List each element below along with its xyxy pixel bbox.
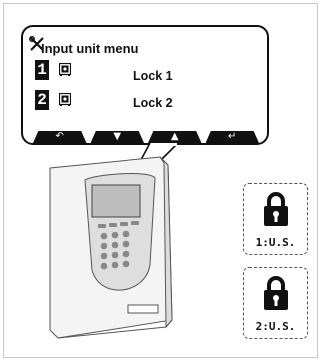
- enter-icon: ↵: [228, 131, 237, 142]
- lock-status-2: 2:U.S.: [243, 267, 308, 339]
- back-softkey[interactable]: ↶: [33, 131, 87, 143]
- enter-softkey[interactable]: ↵: [205, 131, 259, 143]
- lcd-row-1-label: Lock 1: [133, 69, 173, 83]
- lcd-row-2-label: Lock 2: [133, 96, 173, 110]
- padlock-icon: [264, 276, 288, 310]
- lock-status-1-label: 1:U.S.: [255, 236, 296, 249]
- up-softkey[interactable]: ▲: [148, 131, 202, 143]
- safe-icon: [59, 63, 71, 76]
- down-softkey[interactable]: ▼: [90, 131, 144, 143]
- up-icon: ▲: [170, 131, 179, 142]
- softkey-bar: ↶ ▼ ▲ ↵: [33, 131, 259, 143]
- lock-status-1: 1:U.S.: [243, 183, 308, 255]
- back-icon: ↶: [55, 131, 64, 142]
- down-icon: ▼: [113, 131, 122, 142]
- lcd-row-2-number: 2: [35, 90, 49, 110]
- lock-status-2-label: 2:U.S.: [255, 320, 296, 333]
- tools-icon: [29, 36, 44, 51]
- padlock-icon: [264, 192, 288, 226]
- figure-frame: [3, 3, 318, 358]
- lcd-title: Input unit menu: [41, 41, 139, 56]
- safe-icon: [59, 93, 71, 106]
- lcd-row-1-number: 1: [35, 60, 49, 80]
